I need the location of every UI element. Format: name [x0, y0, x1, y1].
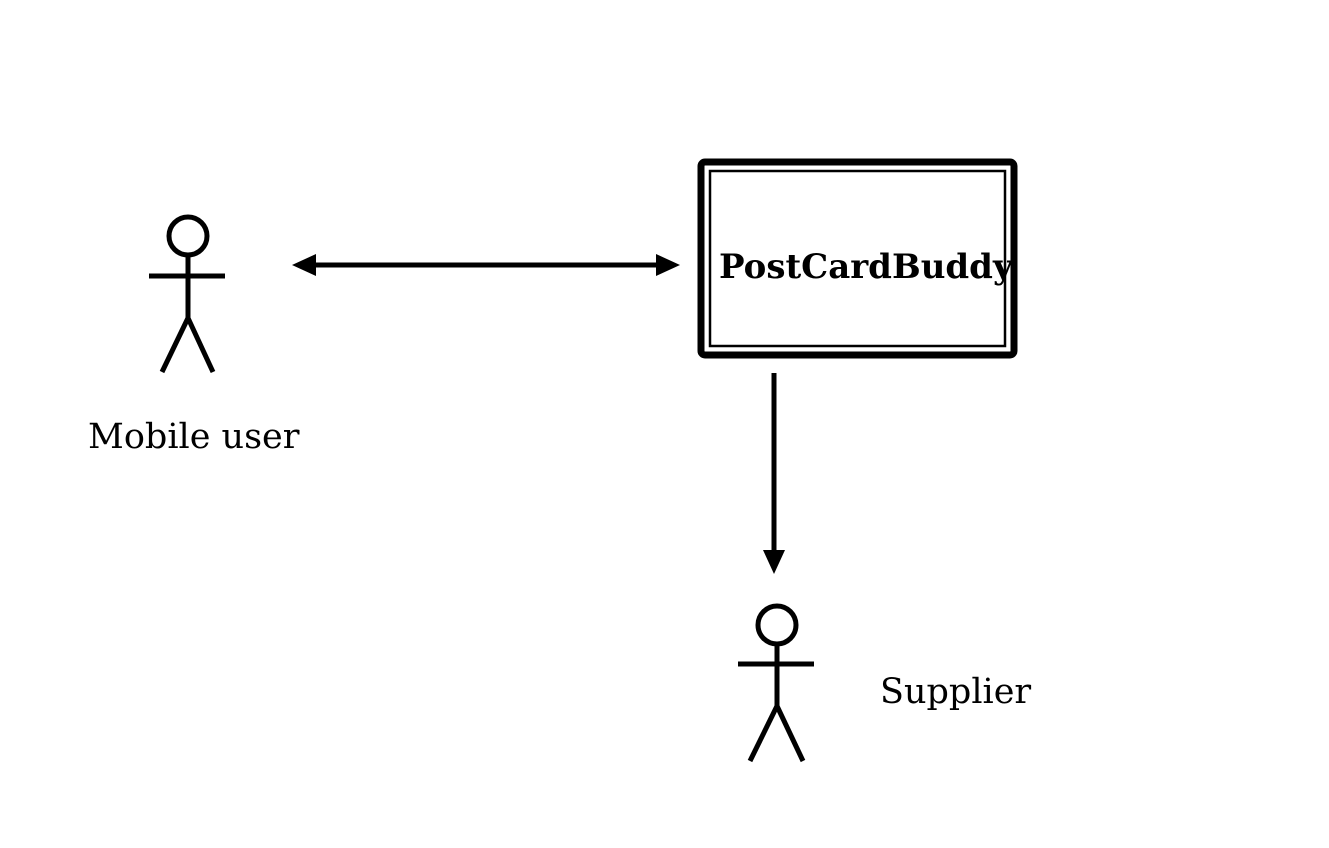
user-system-arrow [292, 254, 680, 276]
supplier-label: Supplier [880, 672, 1031, 712]
system-box-outer-border [697, 158, 1018, 359]
system-supplier-arrow [763, 373, 785, 574]
user-system-arrowhead-right [656, 254, 680, 276]
system-box-inner-border [708, 169, 1007, 348]
mobile-user-left-leg [159, 316, 191, 374]
postcardbuddy-system-box: PostCardBuddy [697, 158, 1018, 359]
system-label: PostCardBuddy [719, 247, 1014, 287]
supplier-actor [738, 603, 814, 763]
user-system-arrowhead-left [292, 254, 316, 276]
supplier-left-leg [747, 704, 780, 763]
mobile-user-actor [149, 214, 225, 374]
system-supplier-arrowhead [763, 550, 785, 574]
supplier-head [755, 603, 799, 647]
mobile-user-head [166, 214, 210, 258]
supplier-right-leg [774, 704, 806, 763]
mobile-user-right-leg [185, 316, 216, 374]
mobile-user-label: Mobile user [88, 417, 300, 457]
